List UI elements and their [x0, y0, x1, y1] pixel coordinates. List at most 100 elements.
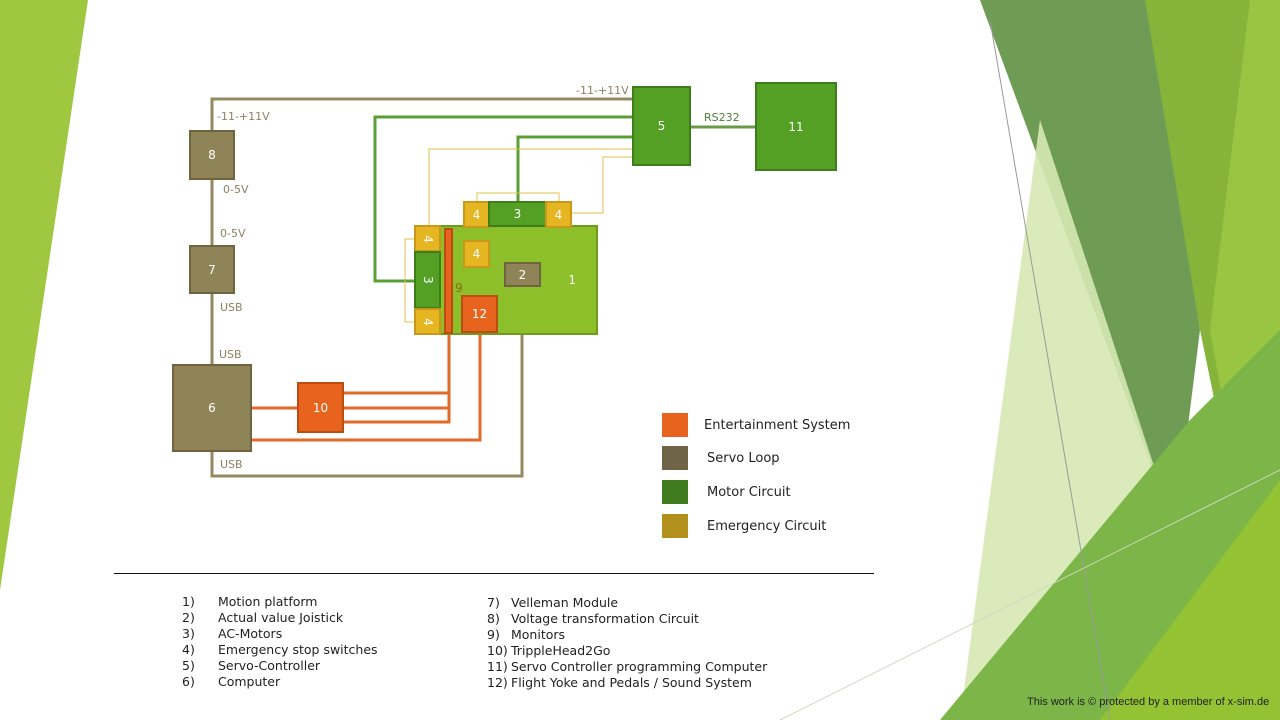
wire-emergency-3: [476, 192, 560, 201]
key-item: 6) Computer: [182, 674, 378, 690]
wire-ent-6-12: [252, 332, 482, 442]
component-key-left: 1)Motion platform 2) Actual value Joistic…: [182, 594, 378, 690]
label-8-output: 0-5V: [223, 183, 249, 196]
component-label: 12: [471, 307, 488, 321]
key-text: Computer: [218, 674, 281, 689]
legend-label: Motor Circuit: [707, 484, 791, 500]
component-label: 2: [518, 267, 527, 282]
label-usb-7: USB: [220, 301, 243, 314]
key-item: 2) Actual value Joistick: [182, 610, 378, 626]
key-item: 5) Servo-Controller: [182, 658, 378, 674]
wire-servo-top: [210, 97, 633, 130]
key-item: 12)Flight Yoke and Pedals / Sound System: [487, 675, 767, 691]
divider-line: [114, 573, 874, 574]
label-usb-6-top: USB: [219, 348, 242, 361]
component-4-emergency-switch-inner: 4: [463, 240, 490, 268]
legend-label: Emergency Circuit: [707, 518, 827, 534]
component-label: 4: [472, 207, 481, 222]
component-label: 4: [420, 234, 435, 243]
label-top-voltage: -11-+11V: [576, 84, 629, 97]
component-9-label: 9: [455, 281, 463, 295]
component-6-computer: 6: [172, 364, 252, 452]
label-left-voltage: -11-+11V: [217, 110, 270, 123]
component-label: 8: [208, 148, 216, 162]
key-text: Velleman Module: [511, 595, 619, 610]
key-text: Flight Yoke and Pedals / Sound System: [511, 675, 752, 690]
component-10-tripplehead2go: 10: [297, 382, 344, 433]
key-number: 11): [487, 659, 508, 674]
legend-swatch: [662, 446, 688, 470]
key-number: 4): [182, 642, 195, 657]
legend-label: Entertainment System: [704, 417, 851, 433]
thin-diagonal-line: [989, 19, 1111, 720]
component-label: 5: [657, 119, 666, 133]
key-text: Voltage transformation Circuit: [511, 611, 699, 626]
key-text: Servo Controller programming Computer: [511, 659, 768, 674]
key-number: 5): [182, 658, 195, 673]
component-label: 1: [568, 273, 576, 287]
key-item: 11)Servo Controller programming Computer: [487, 659, 767, 675]
component-11-programming-computer: 11: [755, 82, 837, 171]
copyright-footer: This work is © protected by a member of …: [1027, 696, 1270, 708]
wire-ent-10-9c: [343, 335, 451, 424]
wire-motor-5-left-motor: [373, 115, 633, 283]
legend-item-entertainment: Entertainment System: [662, 413, 850, 437]
key-number: 6): [182, 674, 195, 689]
key-item: 7) Velleman Module: [487, 595, 767, 611]
component-label: 4: [420, 317, 435, 326]
component-5-servo-controller: 5: [632, 86, 691, 166]
key-text: Emergency stop switches: [218, 642, 378, 657]
component-key-right: 7) Velleman Module 8)Voltage transformati…: [487, 595, 767, 691]
legend-swatch: [662, 480, 688, 504]
key-text: TrippleHead2Go: [511, 643, 611, 658]
label-rs232: RS232: [704, 111, 740, 124]
legend-label: Servo Loop: [707, 450, 780, 466]
component-12-flight-yoke-sound: 12: [461, 295, 498, 333]
key-text: Actual value Joistick: [218, 610, 344, 625]
component-4-emergency-switch-left-top: 4: [414, 225, 441, 252]
component-4-emergency-switch-top-left: 4: [463, 201, 490, 228]
wire-emergency-1: [428, 148, 633, 228]
component-8-voltage-transformation: 8: [189, 130, 235, 180]
key-number: 10): [487, 643, 508, 658]
wire-emergency-6: [404, 238, 415, 323]
legend-item-servo-loop: Servo Loop: [662, 446, 780, 470]
key-number: 2): [182, 610, 195, 625]
component-2-joystick: 2: [504, 262, 541, 287]
component-label: 7: [208, 262, 216, 277]
key-item: 3) AC-Motors: [182, 626, 378, 642]
component-label: 4: [472, 247, 481, 261]
label-usb-6-bottom: USB: [220, 458, 243, 471]
component-label: 3: [513, 207, 522, 221]
key-number: 12): [487, 675, 508, 690]
key-item: 8)Voltage transformation Circuit: [487, 611, 767, 627]
key-text: Monitors: [511, 627, 566, 642]
legend-swatch: [662, 413, 688, 437]
component-label: 6: [208, 401, 216, 415]
right-shape-darkgreen: [980, 0, 1200, 530]
component-7-velleman-module: 7: [189, 245, 235, 294]
right-shape-bright: [1100, 480, 1280, 720]
wire-emergency-2: [571, 156, 633, 214]
key-number: 7): [487, 595, 500, 610]
component-label: 4: [554, 207, 563, 222]
label-7-input: 0-5V: [220, 227, 246, 240]
key-text: Servo-Controller: [218, 658, 321, 673]
legend-item-motor-circuit: Motor Circuit: [662, 480, 791, 504]
legend-item-emergency-circuit: Emergency Circuit: [662, 514, 826, 538]
key-item: 9)Monitors: [487, 627, 767, 643]
component-label: 3: [420, 276, 435, 284]
left-green-shape: [0, 0, 88, 590]
key-item: 10)TrippleHead2Go: [487, 643, 767, 659]
key-text: AC-Motors: [218, 626, 283, 641]
key-number: 3): [182, 626, 195, 641]
wire-servo-6-2: [210, 287, 524, 478]
component-3-motor-top: 3: [488, 201, 547, 227]
key-item: 1)Motion platform: [182, 594, 378, 610]
thin-diagonal-line-2: [779, 469, 1280, 720]
component-4-emergency-switch-top-right: 4: [545, 201, 572, 228]
component-9-monitors: [444, 228, 453, 334]
key-text: Motion platform: [218, 594, 318, 609]
